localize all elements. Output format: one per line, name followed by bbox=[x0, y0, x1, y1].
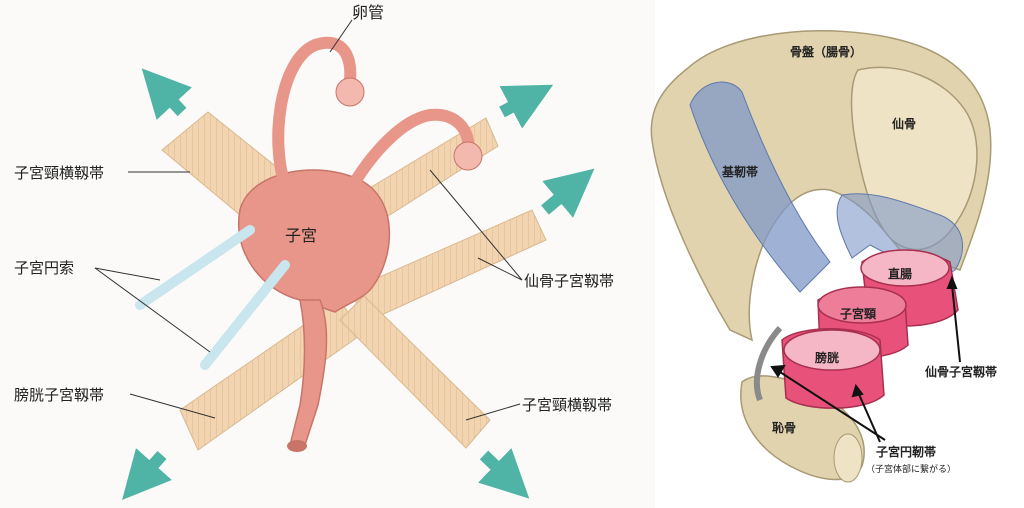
cervix-top bbox=[817, 286, 907, 324]
label-rectum: 直腸 bbox=[888, 266, 912, 281]
label-pubis: 恥骨 bbox=[772, 421, 796, 435]
label-pelvis: 骨盤（腸骨） bbox=[790, 44, 862, 59]
label-sacrum: 仙骨 bbox=[892, 116, 916, 131]
leader-vesicouterine bbox=[129, 393, 216, 419]
bladder-opening bbox=[783, 329, 881, 371]
oviducts bbox=[272, 36, 475, 206]
oviduct-left bbox=[272, 36, 357, 191]
round-ligament-upper bbox=[135, 225, 255, 310]
ovary-left bbox=[335, 77, 365, 107]
label-basal-ligament: 基靭帯 bbox=[721, 164, 758, 179]
bladder-organ bbox=[781, 328, 885, 409]
left-diagram: 卵管 子宮 子宮頸横靱帯 子宮円索 膀胱子宮靱帯 仙骨子宮靱帯 子宮頸横靱帯 bbox=[14, 3, 615, 500]
label-round-ligament-note: （子宮体部に繋がる） bbox=[866, 463, 956, 475]
leader-oviduct bbox=[329, 19, 353, 53]
arrow-round-1 bbox=[779, 371, 886, 441]
round-ligaments bbox=[135, 225, 290, 370]
right-arrows bbox=[770, 275, 961, 443]
leader-round-2 bbox=[94, 267, 211, 353]
arrow-sacrouterine bbox=[951, 284, 961, 363]
round-ligament-lower bbox=[200, 260, 290, 370]
round-ligament-arc bbox=[754, 325, 783, 402]
arrow-up-left bbox=[141, 68, 192, 120]
label-sacrouterine-right: 仙骨子宮靱帯 bbox=[925, 364, 997, 379]
arrow-sacrouterine-head bbox=[946, 275, 958, 289]
label-cardinal-lower: 子宮頸横靱帯 bbox=[522, 396, 612, 414]
tension-arrows bbox=[122, 68, 595, 500]
arrow-round-2-head bbox=[851, 383, 864, 398]
leader-sacro-1 bbox=[429, 169, 523, 281]
label-round-ligament: 子宮円索 bbox=[14, 259, 74, 277]
arrow-up-right bbox=[499, 84, 554, 129]
leader-lines bbox=[94, 19, 523, 421]
ovaries bbox=[335, 77, 483, 171]
label-cardinal-upper: 子宮頸横靱帯 bbox=[14, 164, 104, 182]
label-sacrouterine: 仙骨子宮靱帯 bbox=[524, 272, 614, 290]
right-diagram: 骨盤（腸骨） 仙骨 基靭帯 直腸 子宮頸 膀胱 仙骨子宮靱帯 恥骨 子宮円靭帯 … bbox=[650, 0, 1024, 508]
rectum-opening bbox=[860, 249, 950, 287]
vaginal-opening bbox=[287, 440, 307, 452]
label-uterus: 子宮 bbox=[285, 226, 317, 245]
label-bladder: 膀胱 bbox=[814, 350, 839, 365]
pubis-end bbox=[833, 433, 863, 483]
cardinal-ligament-lower-band bbox=[339, 295, 491, 449]
oviduct-right bbox=[339, 108, 475, 206]
arrow-down-left bbox=[122, 448, 172, 500]
leader-cardinal-lower bbox=[465, 403, 521, 421]
arrow-right bbox=[541, 168, 595, 218]
leader-round-1 bbox=[94, 267, 161, 281]
leader-sacro-2 bbox=[477, 257, 523, 281]
arrow-down-right bbox=[478, 448, 530, 499]
label-cervix: 子宮頸 bbox=[840, 306, 877, 321]
label-vesicouterine: 膀胱子宮靱帯 bbox=[14, 386, 104, 404]
label-oviduct: 卵管 bbox=[352, 3, 384, 22]
basal-ligament bbox=[689, 81, 831, 293]
arrow-round-1-head bbox=[770, 364, 786, 378]
ovary-right bbox=[453, 141, 483, 171]
label-round-ligament-right: 子宮円靭帯 bbox=[876, 444, 936, 459]
arrow-round-2 bbox=[857, 391, 881, 443]
